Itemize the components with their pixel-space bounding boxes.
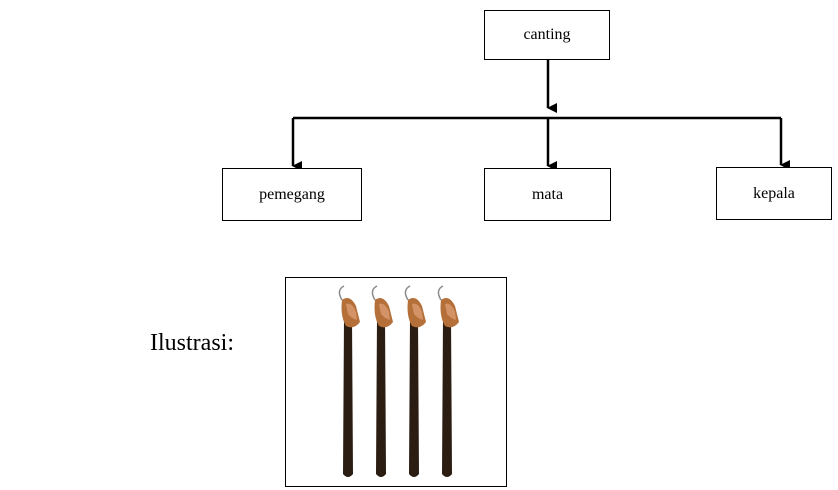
canting-tools-photo [285, 277, 507, 487]
canting-tool [437, 285, 459, 477]
canting-tool [371, 285, 393, 477]
canting-tool [338, 285, 360, 477]
node-kepala: kepala [716, 167, 832, 220]
node-pemegang: pemegang [222, 168, 362, 221]
canting-tools-drawing [338, 285, 459, 477]
illustration-label: Ilustrasi: [150, 330, 234, 356]
node-canting: canting [484, 10, 610, 60]
node-kepala-label: kepala [753, 184, 795, 202]
node-pemegang-label: pemegang [259, 185, 325, 203]
node-canting-label: canting [523, 26, 571, 43]
node-mata-label: mata [531, 185, 564, 203]
canting-tool [404, 285, 426, 477]
node-mata: mata [484, 168, 611, 221]
